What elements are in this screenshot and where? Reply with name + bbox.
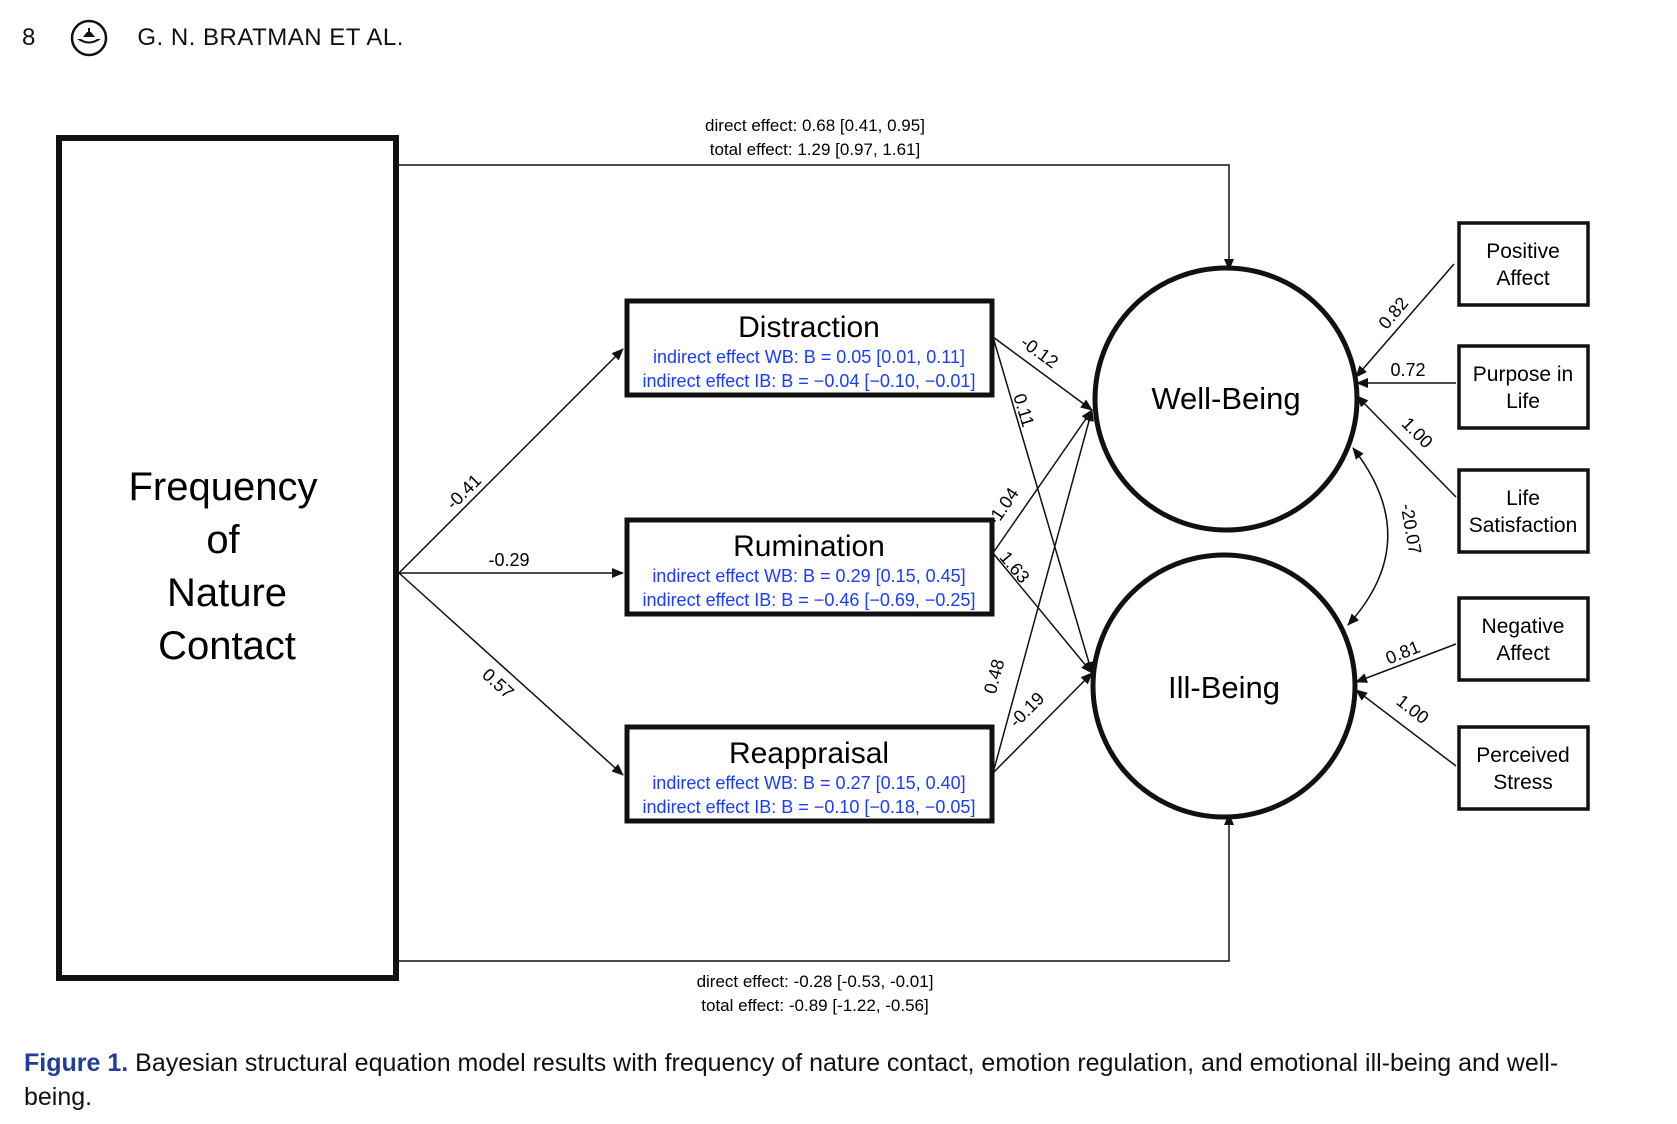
- direct-effect-ib-label: direct effect: -0.28 [-0.53, -0.01]: [697, 972, 934, 991]
- mediator-box: [624, 724, 995, 824]
- running-header-authors: G. N. BRATMAN ET AL.: [137, 24, 404, 51]
- exogenous-label-line-4: Contact: [158, 624, 296, 668]
- mediator-box: [624, 517, 995, 617]
- coef-life-satisfaction: 1.00: [1398, 413, 1437, 452]
- indicator-line-1: Purpose in: [1473, 363, 1573, 386]
- indicator-line-2: Life: [1506, 390, 1540, 413]
- mediator-box: [624, 298, 995, 398]
- loading-life-satisfaction: [1356, 395, 1457, 498]
- direct-path-wb: [399, 164, 1234, 271]
- page-number: 8: [22, 24, 36, 51]
- publisher-logo-icon: [71, 19, 108, 57]
- coef-wb-ib-covariance: -20.07: [1397, 502, 1426, 556]
- indicator-box: [1457, 468, 1590, 554]
- indirect-effect-ib: indirect effect IB: B = −0.04 [−0.10, −0…: [643, 371, 976, 391]
- indicator-line-2: Affect: [1496, 642, 1549, 665]
- indicator-line-1: Perceived: [1476, 744, 1569, 767]
- coef-purpose-in-life: 0.72: [1390, 360, 1425, 380]
- mediator-title: Rumination: [733, 530, 885, 563]
- indirect-effect-wb: indirect effect WB: B = 0.05 [0.01, 0.11…: [653, 347, 965, 367]
- indicator-purpose-in-life: Purpose in Life: [1457, 344, 1590, 430]
- path-rumination-ib: [992, 552, 1093, 674]
- coef-fnc-rumination: -0.29: [488, 550, 529, 570]
- path-reappraisal-wb: [992, 409, 1094, 774]
- total-effect-wb-label: total effect: 1.29 [0.97, 1.61]: [710, 140, 920, 159]
- coef-reappraisal-wb: 0.48: [980, 657, 1008, 696]
- mediator-title: Distraction: [738, 311, 880, 344]
- indicator-box: [1457, 344, 1590, 430]
- covariance-arc: [1347, 447, 1389, 626]
- mediator-title: Reappraisal: [729, 737, 889, 770]
- coef-rumination-ib: 1.63: [996, 547, 1034, 587]
- direct-path-ib: [399, 813, 1234, 962]
- direct-effect-wb-label: direct effect: 0.68 [0.41, 0.95]: [705, 116, 925, 135]
- mediator-distraction: Distraction indirect effect WB: B = 0.05…: [624, 298, 995, 398]
- indicator-line-2: Satisfaction: [1469, 514, 1578, 537]
- indicator-line-1: Positive: [1486, 240, 1560, 263]
- exogenous-label-line-3: Nature: [167, 571, 287, 615]
- loading-perceived-stress: [1355, 689, 1457, 767]
- path-fnc-distraction: [398, 348, 624, 574]
- well-being-label: Well-Being: [1151, 381, 1300, 416]
- indicator-box: [1457, 596, 1590, 682]
- indirect-effect-wb: indirect effect WB: B = 0.29 [0.15, 0.45…: [652, 566, 965, 586]
- ill-being-label: Ill-Being: [1168, 670, 1280, 705]
- coef-fnc-distraction: -0.41: [442, 470, 485, 513]
- running-header: 8 G. N. BRATMAN ET AL.: [22, 14, 404, 62]
- mediator-reappraisal: Reappraisal indirect effect WB: B = 0.27…: [624, 724, 995, 824]
- indicator-line-1: Life: [1506, 487, 1540, 510]
- indicator-perceived-stress: Perceived Stress: [1457, 725, 1590, 811]
- path-distraction-wb: [992, 336, 1093, 411]
- indirect-effect-ib: indirect effect IB: B = −0.46 [−0.69, −0…: [643, 590, 976, 610]
- coef-positive-affect: 0.82: [1374, 293, 1412, 333]
- figure-caption-text: Bayesian structural equation model resul…: [24, 1049, 1559, 1111]
- mediator-rumination: Rumination indirect effect WB: B = 0.29 …: [624, 517, 995, 617]
- indirect-effect-ib: indirect effect IB: B = −0.10 [−0.18, −0…: [643, 797, 976, 817]
- indicator-line-2: Stress: [1493, 771, 1553, 794]
- path-fnc-reappraisal: [398, 572, 624, 776]
- figure-caption-label: Figure 1.: [24, 1049, 129, 1077]
- indicator-negative-affect: Negative Affect: [1457, 596, 1590, 682]
- path-distraction-ib: [992, 336, 1094, 674]
- ill-being-circle: [1090, 552, 1358, 820]
- frequency-nature-contact-box: [56, 135, 399, 981]
- indicator-line-2: Affect: [1496, 267, 1549, 290]
- total-effect-ib-label: total effect: -0.89 [-1.22, -0.56]: [701, 996, 928, 1015]
- indicator-life-satisfaction: Life Satisfaction: [1457, 468, 1590, 554]
- indicator-positive-affect: Positive Affect: [1457, 221, 1590, 307]
- exogenous-label-line-2: of: [206, 518, 240, 562]
- path-rumination-wb: [992, 409, 1093, 554]
- coef-fnc-reappraisal: 0.57: [478, 664, 517, 702]
- indirect-effect-wb: indirect effect WB: B = 0.27 [0.15, 0.40…: [652, 773, 965, 793]
- indicator-box: [1457, 221, 1590, 307]
- coef-reappraisal-ib: -0.19: [1005, 688, 1048, 731]
- indicator-box: [1457, 725, 1590, 811]
- loading-negative-affect: [1355, 643, 1457, 683]
- exogenous-label-line-1: Frequency: [129, 465, 318, 509]
- coef-distraction-wb: -0.12: [1017, 332, 1062, 372]
- coef-distraction-ib: 0.11: [1009, 391, 1038, 429]
- indicator-line-1: Negative: [1482, 615, 1565, 638]
- figure-caption: Figure 1. Bayesian structural equation m…: [24, 1046, 1624, 1114]
- path-reappraisal-ib: [992, 672, 1093, 774]
- loading-positive-affect: [1355, 263, 1455, 378]
